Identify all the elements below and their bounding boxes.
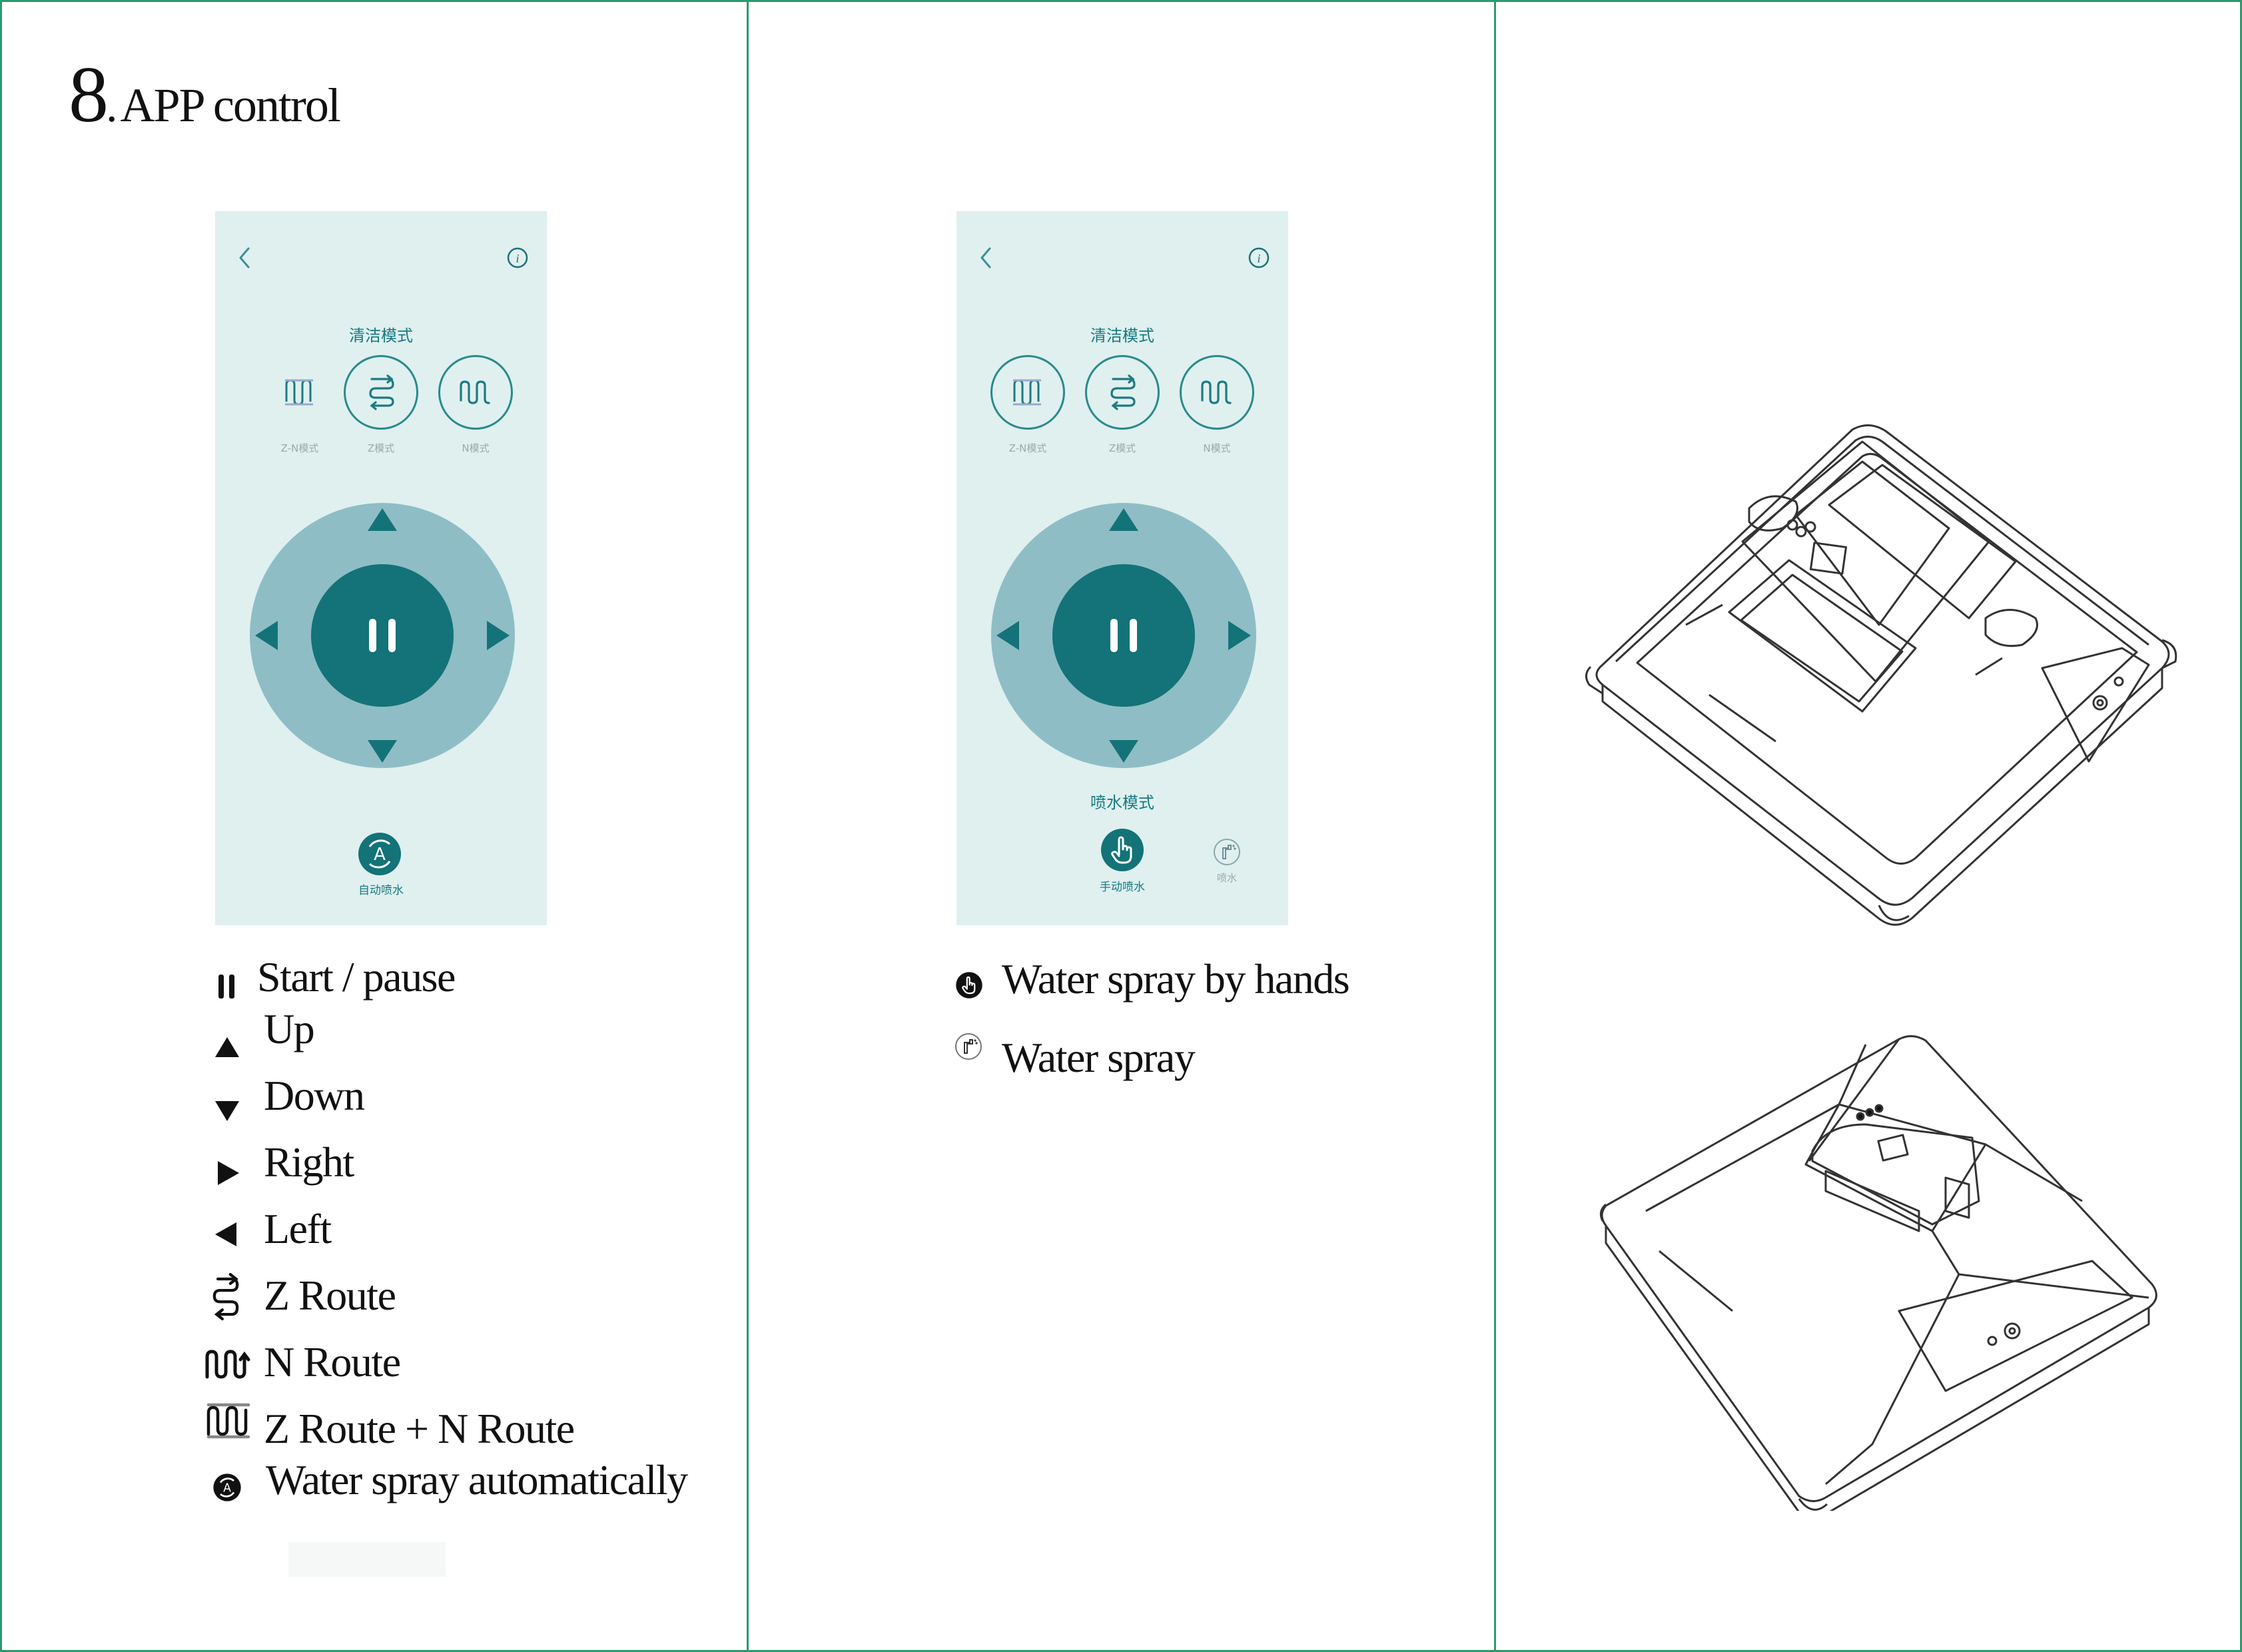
manual-spray-icon <box>956 972 982 999</box>
spray-mode-title: 喷水模式 <box>1090 793 1154 812</box>
z-route-icon <box>369 374 394 410</box>
n-route-icon <box>1201 380 1232 404</box>
auto-spray-label: 自动喷水 <box>358 884 404 897</box>
pause-icon <box>1110 619 1118 652</box>
column-left: 8. APP control i 清洁模式 Z-N模式 Z模式 N模式 <box>0 0 747 1652</box>
right-arrow-button[interactable] <box>1228 621 1251 650</box>
legend-up: Up <box>264 1005 315 1052</box>
cleaning-mode-title: 清洁模式 <box>1090 326 1154 345</box>
legend-down: Down <box>264 1072 365 1119</box>
info-icon[interactable]: i <box>498 238 538 278</box>
legend-start-pause: Start / pause <box>257 953 456 1001</box>
svg-text:A: A <box>223 1482 231 1495</box>
spray-button[interactable] <box>1212 837 1242 867</box>
spray-label: 喷水 <box>1216 872 1237 884</box>
cleaning-mode-title: 清洁模式 <box>349 326 413 345</box>
legend-n-route: N Route <box>264 1338 401 1386</box>
zn-route-icon <box>285 379 313 406</box>
robot-illustration-top <box>1585 424 2177 926</box>
column-right <box>1494 0 2242 1652</box>
svg-text:i: i <box>516 252 519 265</box>
right-arrow-icon <box>218 1161 239 1185</box>
up-arrow-button[interactable] <box>368 508 397 531</box>
down-arrow-button[interactable] <box>1109 740 1138 763</box>
info-icon[interactable]: i <box>1239 238 1279 278</box>
zn-route-icon <box>206 1403 250 1439</box>
pause-icon <box>218 975 234 999</box>
down-arrow-icon <box>215 1101 239 1121</box>
z-mode-button[interactable] <box>1085 355 1160 430</box>
faint-smudge <box>288 1542 446 1577</box>
section-heading: 8. APP control <box>69 50 341 139</box>
app-screen-manual-spray: i 清洁模式 Z-N模式 Z模式 N模式 喷水模式 <box>956 211 1288 925</box>
legend-left: Left <box>264 1205 332 1252</box>
auto-spray-button[interactable]: A <box>358 832 402 876</box>
manual-spray-label: 手动喷水 <box>1100 881 1145 894</box>
svg-text:A: A <box>374 845 386 865</box>
up-arrow-button[interactable] <box>1109 508 1138 531</box>
zn-route-icon <box>1013 379 1041 406</box>
direction-pad[interactable] <box>991 503 1256 768</box>
zn-mode-button[interactable] <box>262 355 337 430</box>
robot-illustration-side <box>1599 1035 2157 1511</box>
up-arrow-icon <box>215 1037 239 1057</box>
back-icon[interactable] <box>966 238 1006 278</box>
n-route-icon <box>205 1350 250 1379</box>
pause-button[interactable] <box>311 564 454 707</box>
down-arrow-button[interactable] <box>368 740 397 763</box>
direction-pad[interactable] <box>250 503 515 768</box>
z-mode-button[interactable] <box>344 355 418 430</box>
legend-spray: Water spray <box>1002 1034 1196 1081</box>
n-route-icon <box>460 380 490 404</box>
section-title: APP control <box>120 79 341 132</box>
left-arrow-button[interactable] <box>996 621 1019 650</box>
legend-auto-spray: Water spray automatically <box>266 1456 688 1503</box>
n-mode-button[interactable] <box>1180 355 1254 430</box>
z-route-icon <box>212 1273 239 1321</box>
manual-spray-button[interactable] <box>1100 828 1144 872</box>
auto-spray-icon: A <box>213 1473 241 1501</box>
legend-z-route: Z Route <box>264 1272 396 1319</box>
zn-mode-button[interactable] <box>990 355 1065 430</box>
spray-icon <box>955 1033 982 1060</box>
right-arrow-button[interactable] <box>487 621 510 650</box>
pause-button[interactable] <box>1052 564 1195 707</box>
z-route-icon <box>1110 374 1136 410</box>
pause-icon <box>369 619 376 652</box>
svg-text:i: i <box>1257 252 1260 265</box>
left-arrow-button[interactable] <box>255 621 278 650</box>
n-mode-button[interactable] <box>438 355 513 430</box>
legend-manual-spray: Water spray by hands <box>1002 955 1350 1003</box>
section-number: 8 <box>69 50 109 139</box>
legend-right: Right <box>264 1138 354 1186</box>
column-middle: i 清洁模式 Z-N模式 Z模式 N模式 喷水模式 <box>747 0 1494 1652</box>
back-icon[interactable] <box>224 238 264 278</box>
app-screen-auto-spray: i 清洁模式 Z-N模式 Z模式 N模式 A <box>215 211 547 925</box>
left-arrow-icon <box>215 1222 236 1246</box>
legend-zn-route: Z Route + N Route <box>264 1405 575 1452</box>
